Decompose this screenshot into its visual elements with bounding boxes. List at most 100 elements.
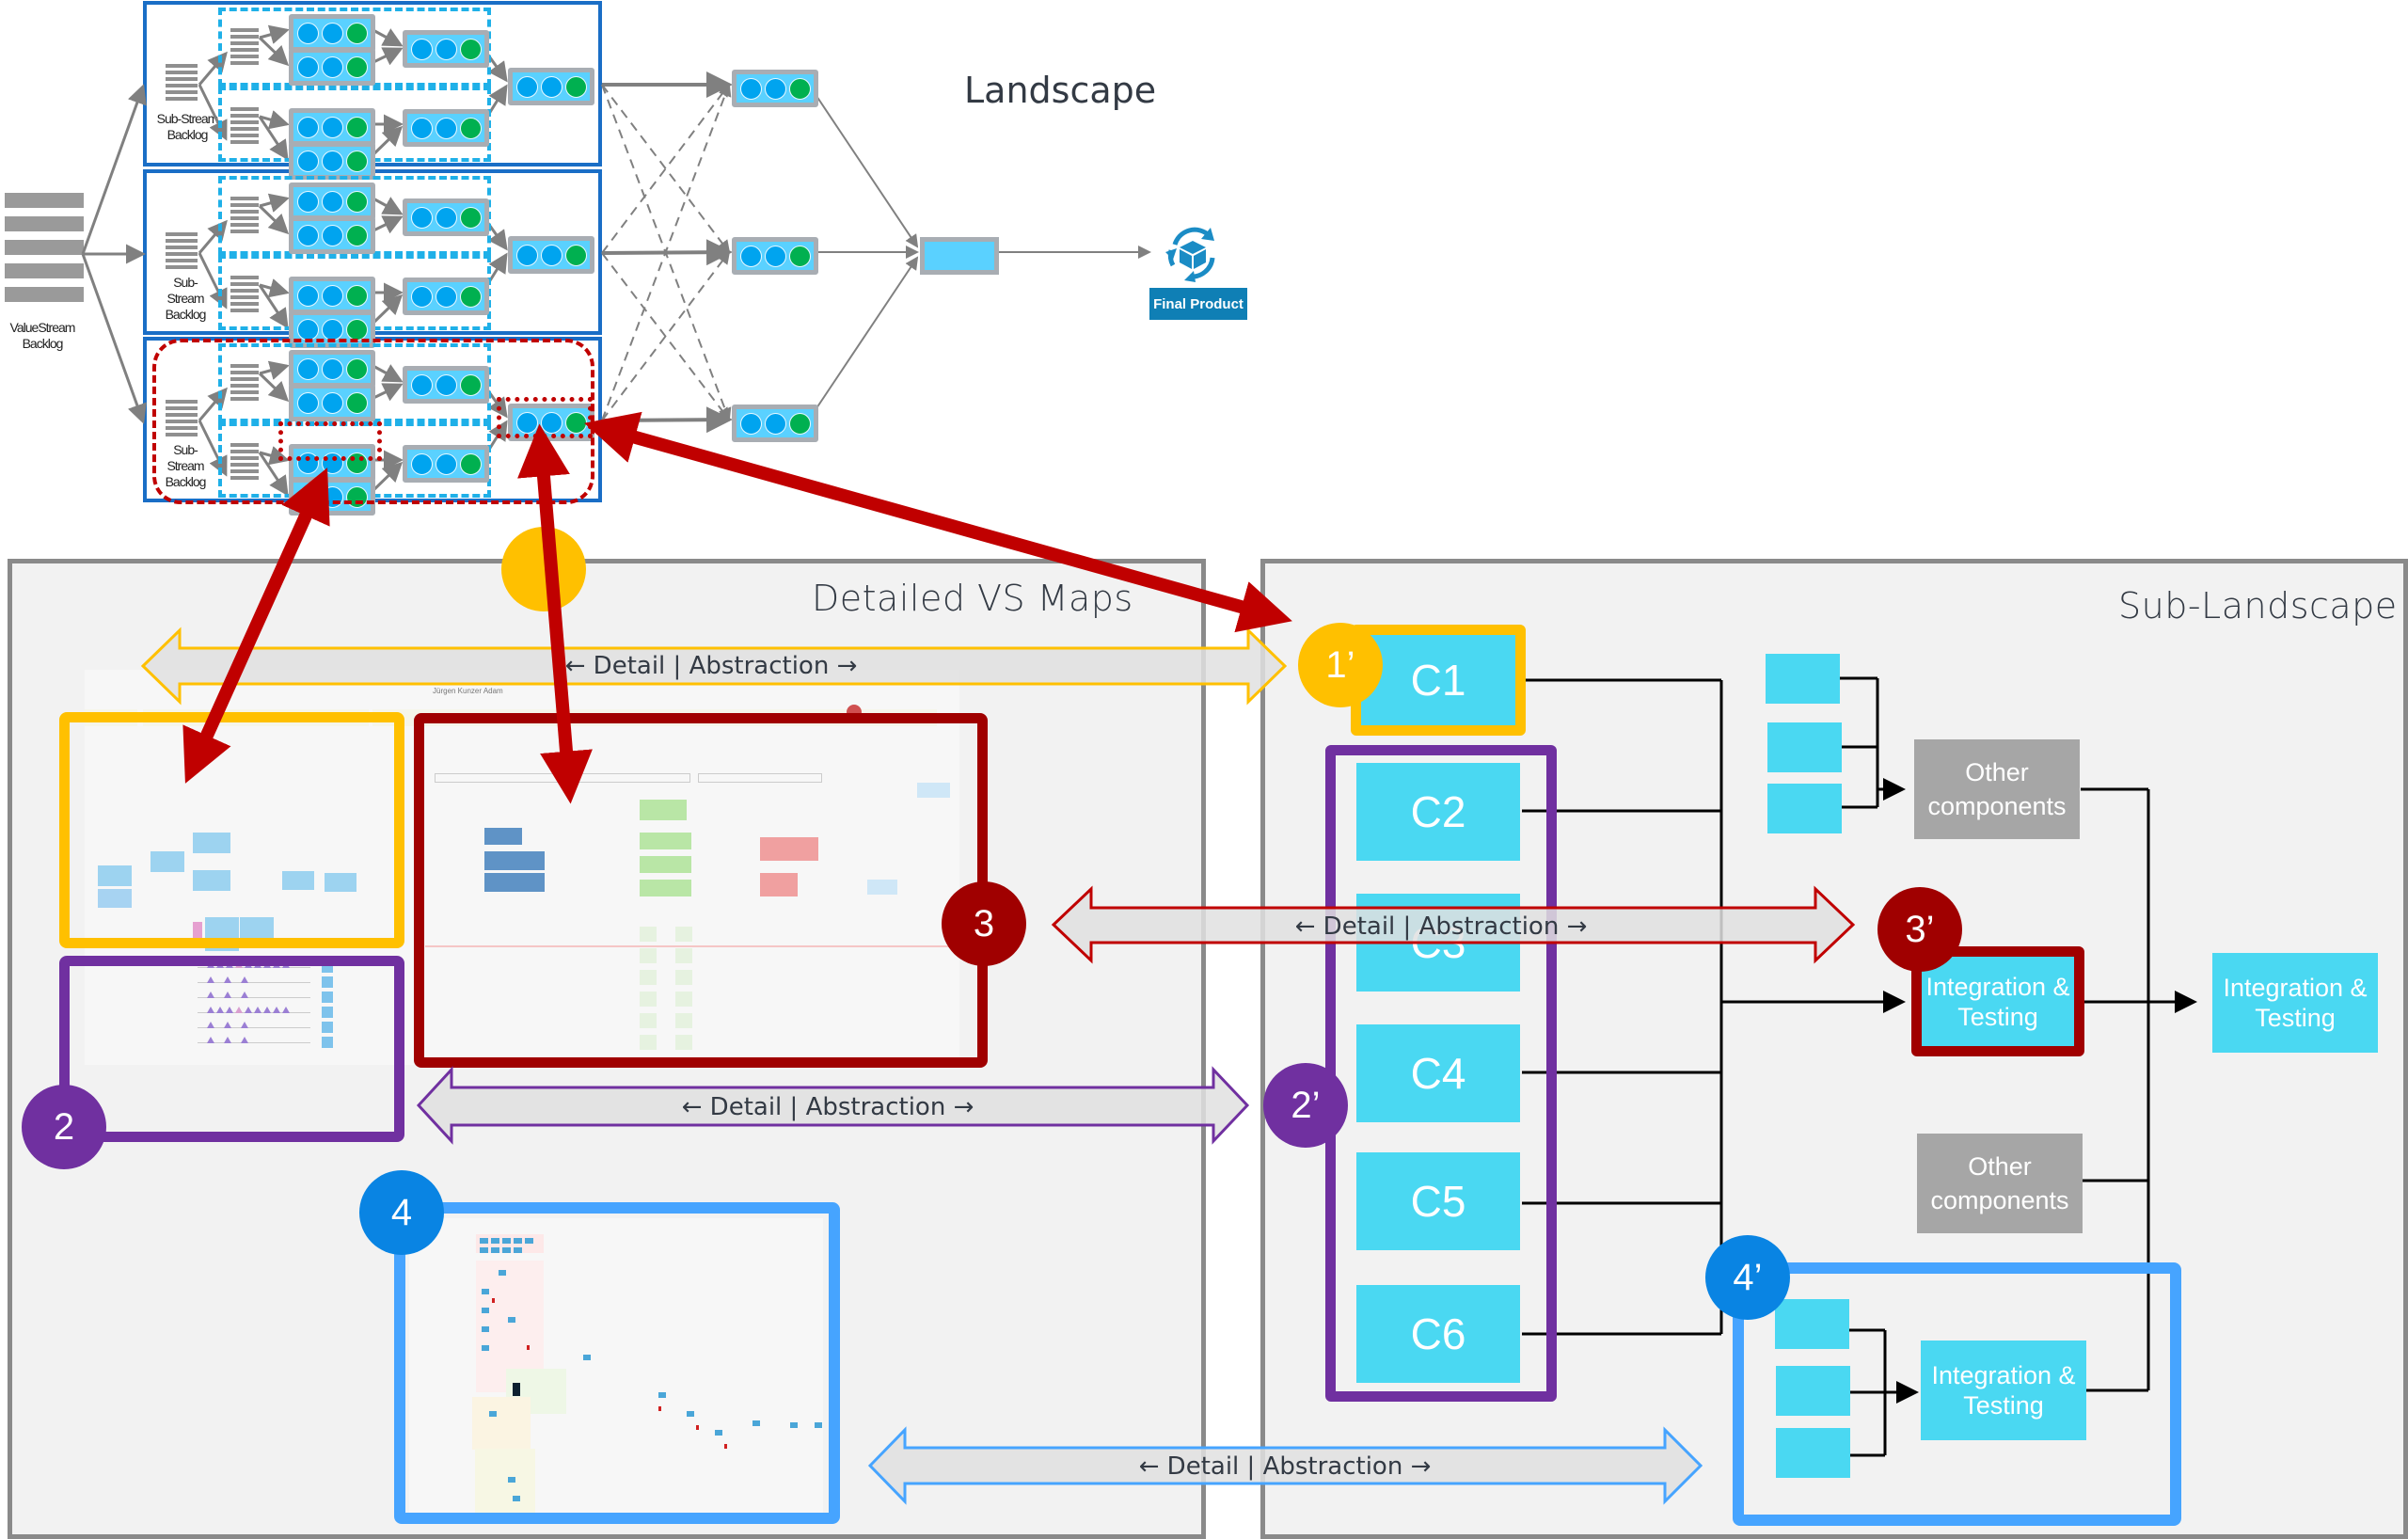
small-component[interactable] — [1767, 722, 1842, 772]
status-dot — [296, 190, 319, 213]
component-c6[interactable]: C6 — [1356, 1285, 1520, 1383]
process-node — [289, 277, 375, 314]
link-arrow-region-1 — [182, 468, 330, 784]
final-integration-node — [920, 237, 999, 275]
status-dot — [321, 224, 343, 246]
process-node — [403, 278, 489, 315]
component-c4[interactable]: C4 — [1356, 1024, 1520, 1122]
detail-abstraction-label-yellow: ← Detail | Abstraction → — [564, 652, 858, 680]
status-dot — [345, 284, 368, 307]
small-component[interactable] — [1766, 654, 1840, 704]
integration-testing-box-final[interactable]: Integration & Testing — [2212, 953, 2378, 1053]
thumbnail-process — [499, 1270, 506, 1276]
status-dot — [459, 117, 482, 139]
final-product-label: Final Product — [1149, 288, 1247, 320]
landscape-title: Landscape — [964, 70, 1157, 111]
team-backlog-icon — [230, 364, 259, 404]
status-dot — [345, 224, 368, 246]
thumbnail-process — [193, 833, 230, 853]
thumbnail-process — [815, 1422, 822, 1428]
small-component[interactable] — [1767, 784, 1842, 833]
thumbnail-duration-arrow — [698, 773, 822, 783]
integration-testing-box-4[interactable]: Integration & Testing — [1921, 1341, 2086, 1440]
thumbnail-process — [98, 865, 132, 886]
thumbnail-process — [322, 1037, 333, 1048]
thumbnail-region — [472, 1397, 531, 1450]
status-dot — [459, 452, 482, 475]
status-dot — [764, 77, 786, 100]
status-dot — [296, 284, 319, 307]
thumbnail-header-names: Jürgen Kunzer Adam — [433, 687, 503, 695]
thumbnail-process — [752, 1420, 760, 1426]
value-stream-backlog-icon — [5, 193, 84, 310]
thumbnail-line — [198, 982, 310, 983]
sub-stream-output-node — [508, 68, 594, 105]
small-component[interactable] — [1776, 1428, 1850, 1478]
status-dot — [515, 75, 538, 98]
component-c1[interactable]: C1 — [1361, 635, 1515, 725]
thumbnail-marker — [193, 922, 202, 941]
flow-connector — [258, 36, 290, 67]
thumbnail-process — [480, 1247, 488, 1253]
link-arrow-region-1-prime — [584, 411, 1292, 633]
status-dot — [459, 373, 482, 396]
component-c2[interactable]: C2 — [1356, 763, 1520, 861]
sub-stream-label-1: Sub-Stream Backlog — [156, 111, 219, 142]
small-component[interactable] — [1775, 1299, 1849, 1349]
flow-connector — [259, 110, 290, 130]
thumbnail-process — [640, 970, 657, 985]
thumbnail-process — [491, 1247, 499, 1253]
process-node — [289, 182, 375, 220]
status-dot — [321, 190, 343, 213]
small-component[interactable] — [1776, 1366, 1850, 1416]
detail-abstraction-label-purple: ← Detail | Abstraction → — [681, 1093, 974, 1121]
thumbnail-triangle — [207, 1022, 214, 1028]
thumbnail-triangle — [224, 976, 231, 983]
flow-connector — [259, 360, 290, 380]
process-node — [403, 366, 489, 404]
status-dot — [410, 285, 433, 308]
region-frame-4[interactable] — [394, 1202, 840, 1524]
thumbnail-triangle — [224, 1037, 231, 1043]
link-arrow-region-3 — [517, 423, 593, 804]
status-dot — [739, 77, 762, 100]
status-dot — [540, 244, 562, 266]
region-frame-2[interactable] — [59, 956, 404, 1142]
recycle-box-icon — [1162, 224, 1224, 286]
thumbnail-process — [675, 970, 692, 985]
integration-testing-box-3[interactable]: Integration & Testing — [1922, 957, 2074, 1046]
badge-4: 4 — [359, 1170, 444, 1255]
thumbnail-process — [491, 1238, 499, 1244]
thumbnail-triangle — [216, 1007, 224, 1013]
thumbnail-triangle — [224, 1022, 231, 1028]
thumbnail-process — [482, 1345, 489, 1351]
other-components-box-1[interactable]: Other components — [1914, 739, 2080, 839]
thumbnail-process — [790, 1422, 798, 1428]
component-c5[interactable]: C5 — [1356, 1152, 1520, 1250]
process-node — [289, 108, 375, 146]
component-group-frame-4 — [1733, 1262, 2181, 1526]
status-dot — [345, 116, 368, 138]
thumbnail-process — [640, 1035, 657, 1050]
thumbnail-process — [480, 1238, 488, 1244]
thumbnail-process — [640, 856, 691, 873]
flow-connector — [81, 253, 147, 424]
flow-connector — [601, 250, 731, 421]
other-components-box-2[interactable]: Other components — [1917, 1134, 2083, 1233]
thumbnail-process — [675, 927, 692, 942]
thumbnail-region — [475, 1449, 535, 1515]
status-dot — [321, 116, 343, 138]
thumbnail-process — [508, 1477, 515, 1483]
flow-connector — [259, 24, 290, 44]
flow-connector — [259, 193, 290, 213]
thumbnail-process — [514, 1247, 522, 1253]
thumbnail-process — [640, 948, 657, 963]
badge-2-prime: 2’ — [1263, 1063, 1348, 1148]
thumbnail-process — [484, 873, 545, 892]
thumbnail-triangle — [207, 992, 214, 998]
thumbnail-triangle — [263, 1007, 271, 1013]
status-dot — [435, 38, 457, 60]
detail-abstraction-arrow-red — [1051, 885, 1856, 964]
detail-abstraction-arrow-blue — [867, 1426, 1703, 1505]
